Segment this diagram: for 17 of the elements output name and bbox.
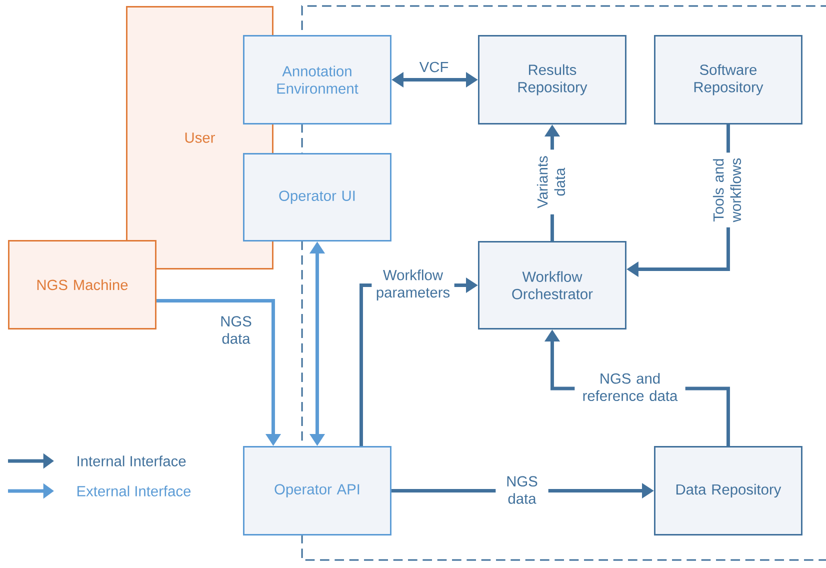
legend-text: External Interface (78, 486, 191, 496)
component-box: Annotation Environment (243, 35, 392, 124)
component-box: Operator UI (243, 153, 392, 242)
edge-label: Tools and workflows (712, 152, 742, 228)
repository-box: Results Repository (478, 35, 626, 124)
legend-text: Internal Interface (78, 456, 186, 466)
edge-label: Variants data (536, 150, 566, 214)
edge-label: NGS data (496, 474, 548, 506)
device-box: NGS Machine (8, 240, 156, 330)
edge-label: Workflow parameters (372, 268, 454, 302)
edge-label: VCF (419, 62, 448, 72)
repository-box: Software Repository (654, 35, 802, 124)
edge-label: NGS data (221, 316, 252, 344)
component-box: Operator API (243, 446, 392, 536)
component-box: Workflow Orchestrator (478, 241, 626, 330)
edge-label: NGS and reference data (574, 372, 686, 402)
repository-box: Data Repository (654, 446, 802, 536)
